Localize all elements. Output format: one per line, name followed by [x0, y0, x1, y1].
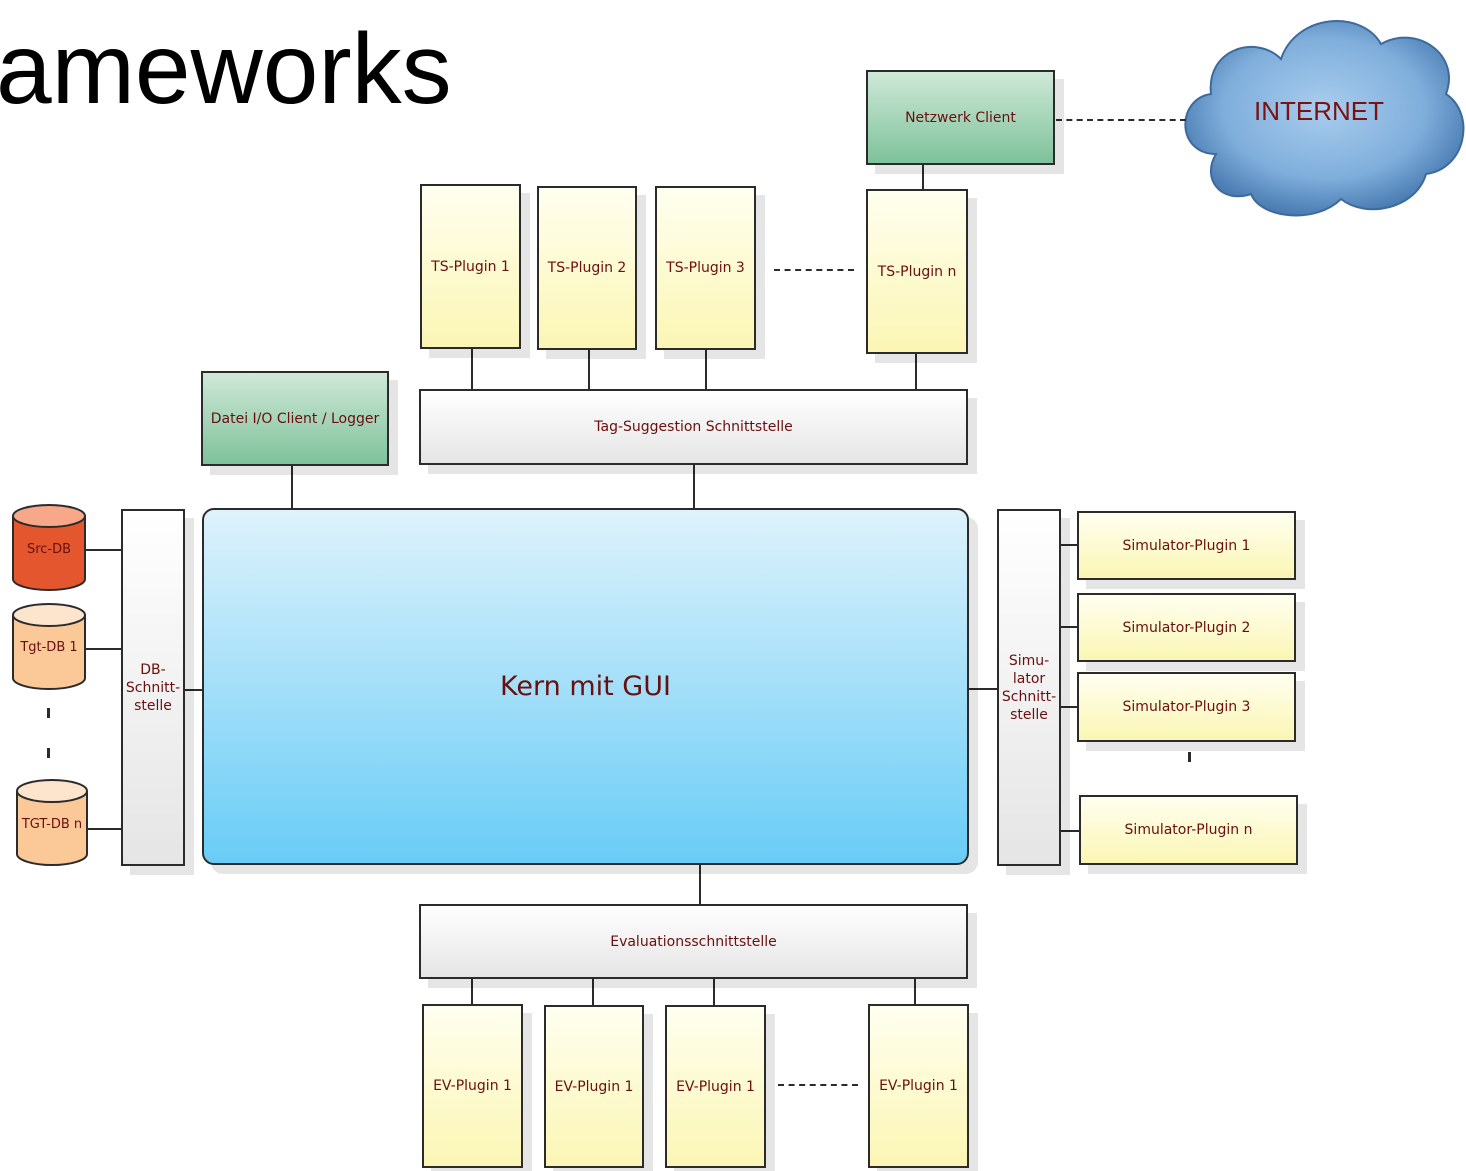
- ev-plugin-box: EV-Plugin 1: [544, 1005, 644, 1168]
- sim-link-3: [1061, 706, 1078, 708]
- tag-interface-link: [693, 464, 695, 510]
- src-db-label: Src-DB: [26, 542, 72, 557]
- network-link: [922, 164, 924, 190]
- ts-ellipsis: [774, 269, 854, 271]
- network-client-box: Netzwerk Client: [866, 70, 1055, 165]
- ev-link-3: [713, 978, 715, 1005]
- ts-plugin-box: TS-Plugin n: [866, 189, 968, 354]
- ev-link-2: [592, 978, 594, 1005]
- tag-suggestion-interface: Tag-Suggestion Schnittstelle: [419, 389, 968, 465]
- ev-plugin-box: EV-Plugin 1: [868, 1004, 969, 1168]
- simulator-plugin-box: Simulator-Plugin 3: [1077, 672, 1296, 742]
- sim-link-2: [1061, 626, 1078, 628]
- internet-link: [1056, 119, 1186, 121]
- ts-link-n: [915, 352, 917, 390]
- simulator-interface-link: [968, 688, 998, 690]
- tgt-db-n-link: [86, 828, 122, 830]
- file-client-box: Datei I/O Client / Logger: [201, 371, 389, 466]
- sim-ellipsis: [1188, 752, 1191, 792]
- tgt-db-n-label: TGT-DB n: [21, 817, 83, 832]
- simulator-plugin-box: Simulator-Plugin 2: [1077, 593, 1296, 662]
- ev-plugin-box: EV-Plugin 1: [422, 1004, 523, 1168]
- tgt-db-1-cylinder: Tgt-DB 1: [12, 603, 86, 690]
- file-client-link: [291, 465, 293, 510]
- ts-plugin-box: TS-Plugin 2: [537, 186, 637, 350]
- ts-plugin-box: TS-Plugin 3: [655, 186, 756, 350]
- internet-cloud-icon: [1184, 20, 1465, 217]
- src-db-cylinder: Src-DB: [12, 504, 86, 591]
- ts-link-2: [588, 348, 590, 390]
- slide-title: ameworks: [0, 13, 452, 125]
- evaluation-interface: Evaluationsschnittstelle: [419, 904, 968, 979]
- db-interface-link: [183, 689, 204, 691]
- db-ellipsis: [47, 708, 50, 788]
- ev-ellipsis: [778, 1084, 858, 1086]
- tgt-db-1-label: Tgt-DB 1: [20, 640, 78, 655]
- simulator-interface: Simu- lator Schnitt- stelle: [997, 509, 1061, 866]
- ts-link-1: [471, 348, 473, 390]
- eval-interface-link: [699, 864, 701, 905]
- ts-link-3: [705, 348, 707, 390]
- sim-link-n: [1061, 830, 1080, 832]
- ev-link-1: [471, 978, 473, 1005]
- tgt-db-n-cylinder: TGT-DB n: [16, 779, 88, 866]
- db-interface: DB- Schnitt- stelle: [121, 509, 185, 866]
- tgt-db-1-link: [84, 648, 122, 650]
- ev-link-n: [914, 978, 916, 1005]
- ev-plugin-box: EV-Plugin 1: [665, 1005, 766, 1168]
- simulator-plugin-box: Simulator-Plugin n: [1079, 795, 1298, 865]
- simulator-plugin-box: Simulator-Plugin 1: [1077, 511, 1296, 580]
- internet-label: INTERNET: [1254, 96, 1384, 126]
- core-gui-box: Kern mit GUI: [202, 508, 969, 865]
- src-db-link: [84, 549, 122, 551]
- sim-link-1: [1061, 544, 1078, 546]
- ts-plugin-box: TS-Plugin 1: [420, 184, 521, 349]
